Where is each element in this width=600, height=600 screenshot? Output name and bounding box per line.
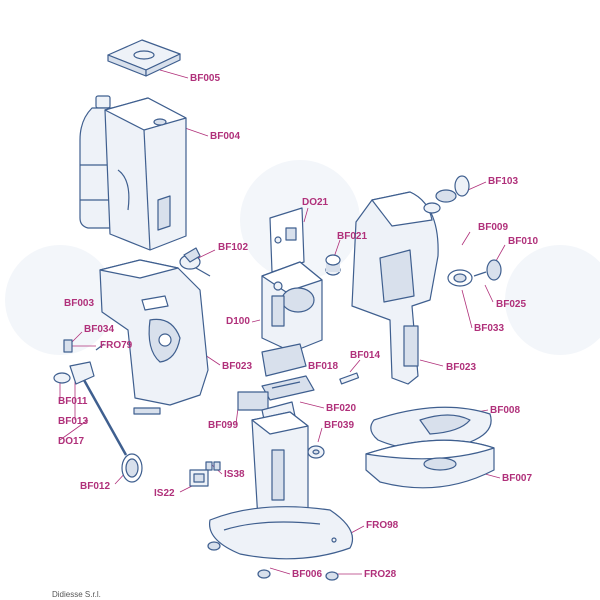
label-bf005: BF005 bbox=[190, 73, 221, 84]
label-bf007: BF007 bbox=[502, 473, 533, 484]
label-bf020: BF020 bbox=[326, 403, 357, 414]
part-bf021-cylinder bbox=[325, 254, 341, 276]
part-feet bbox=[207, 537, 339, 581]
label-bf003: BF003 bbox=[64, 298, 95, 309]
part-bf023-right-housing bbox=[351, 191, 439, 385]
label-fro79: FRO79 bbox=[100, 340, 133, 351]
part-left-small-parts bbox=[53, 339, 143, 483]
label-bf008: BF008 bbox=[490, 405, 521, 416]
label-bf012: BF012 bbox=[80, 481, 111, 492]
label-do21: DO21 bbox=[302, 197, 329, 208]
part-bf102-knob bbox=[179, 247, 211, 277]
part-bf004-tank bbox=[104, 97, 187, 251]
label-bf018: BF018 bbox=[308, 361, 339, 372]
label-is22: IS22 bbox=[154, 488, 175, 499]
part-bf006-base bbox=[208, 506, 354, 560]
label-bf009: BF009 bbox=[478, 222, 509, 233]
label-bf011: BF011 bbox=[58, 396, 88, 407]
label-bf033: BF033 bbox=[474, 323, 505, 334]
label-bf025: BF025 bbox=[496, 299, 527, 310]
label-d100: D100 bbox=[226, 316, 250, 327]
label-bf039: BF039 bbox=[324, 420, 355, 431]
part-is38 bbox=[205, 461, 221, 471]
label-fro98: FRO98 bbox=[366, 520, 399, 531]
footer-company: Didiesse S.r.l. bbox=[52, 590, 101, 599]
label-bf103: BF103 bbox=[488, 176, 519, 187]
label-bf004: BF004 bbox=[210, 131, 241, 142]
label-bf010: BF010 bbox=[508, 236, 539, 247]
label-bf102: BF102 bbox=[218, 242, 249, 253]
label-bf014: BF014 bbox=[350, 350, 381, 361]
label-bf099: BF099 bbox=[208, 420, 239, 431]
label-bf006: BF006 bbox=[292, 569, 323, 580]
part-base-frame bbox=[251, 411, 309, 533]
part-do21-board bbox=[269, 207, 305, 273]
label-is38: IS38 bbox=[224, 469, 245, 480]
part-is22 bbox=[189, 469, 209, 487]
label-fro28: FRO28 bbox=[364, 569, 397, 580]
background-circles bbox=[5, 160, 600, 355]
label-bf013: BF013 bbox=[58, 416, 89, 427]
part-bf018-plate bbox=[261, 343, 307, 377]
label-do17: DO17 bbox=[58, 436, 85, 447]
label-bf023-right: BF023 bbox=[446, 362, 477, 373]
part-bf020-connector bbox=[261, 375, 315, 401]
part-bf023-left-housing bbox=[99, 259, 209, 415]
part-d100-brew-group bbox=[261, 261, 323, 353]
label-bf023-left: BF023 bbox=[222, 361, 253, 372]
label-bf021: BF021 bbox=[337, 231, 368, 242]
part-bf103-knobs bbox=[423, 175, 470, 214]
part-bf009-bf010 bbox=[447, 259, 502, 287]
part-bf007-tray bbox=[365, 439, 495, 489]
label-bf034: BF034 bbox=[84, 324, 115, 335]
part-bf039 bbox=[307, 445, 325, 459]
part-bf014-pin bbox=[339, 372, 360, 385]
part-bf005-lid bbox=[107, 39, 181, 77]
part-bottle bbox=[79, 95, 113, 229]
